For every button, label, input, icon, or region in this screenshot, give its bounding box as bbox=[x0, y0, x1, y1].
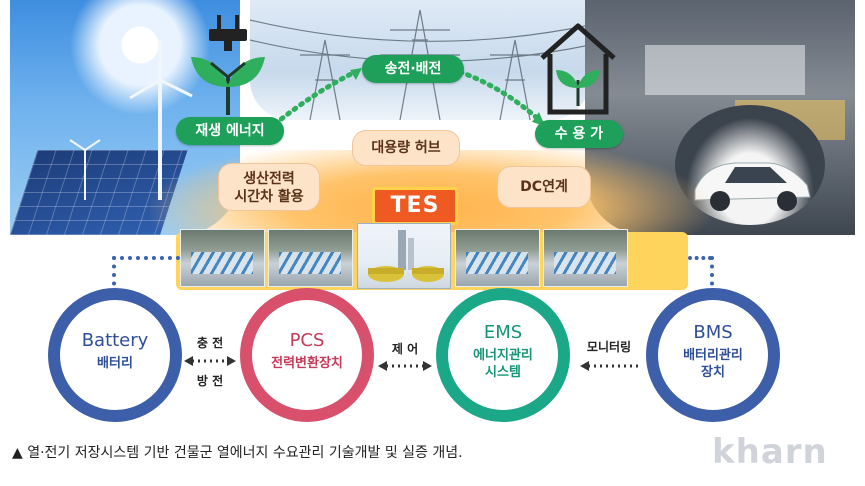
pcs-sub: 전력변환장치 bbox=[271, 356, 343, 371]
ems-sub1: 에너지관리 bbox=[473, 348, 533, 363]
battery-circle: Battery 배터리 bbox=[48, 288, 182, 422]
renewable-energy-label: 재생 에너지 bbox=[176, 117, 284, 145]
kharn-watermark: kharn bbox=[712, 432, 828, 472]
bms-circle: BMS 배터리관리 장치 bbox=[646, 288, 780, 422]
discharge-label: 방 전 bbox=[196, 374, 224, 388]
tes-facility-drawing bbox=[368, 230, 444, 282]
transmission-label: 송전·배전 bbox=[362, 55, 464, 83]
pcs-title: PCS bbox=[289, 330, 325, 351]
house-icon bbox=[540, 23, 616, 115]
renewable-to-transmission-arrow bbox=[272, 68, 362, 127]
bms-sub1: 배터리관리 bbox=[683, 348, 743, 363]
bms-sub2: 장치 bbox=[701, 365, 725, 380]
left-arrow-icon bbox=[580, 361, 638, 371]
ems-sub2: 시스템 bbox=[485, 365, 521, 380]
ems-bms-arrow bbox=[580, 360, 640, 372]
right-connector-v bbox=[710, 256, 714, 294]
right-connector-h bbox=[688, 256, 712, 260]
transmission-to-consumer-arrow bbox=[457, 69, 545, 126]
bms-title: BMS bbox=[693, 322, 733, 343]
production-bubble: 생산전력 시간차 활용 bbox=[218, 163, 320, 211]
hub-bubble: 대용량 허브 bbox=[352, 130, 460, 166]
battery-sub: 배터리 bbox=[97, 356, 133, 371]
tes-facility-icon bbox=[357, 223, 451, 289]
ems-title: EMS bbox=[483, 322, 523, 343]
figure-caption: ▲ 열·전기 저장시스템 기반 건물군 열에너지 수요관리 기술개발 및 실증 … bbox=[12, 445, 463, 461]
control-label: 제 어 bbox=[391, 342, 419, 356]
battery-container-1 bbox=[180, 229, 265, 287]
car-shape bbox=[694, 162, 811, 211]
battery-pcs-arrow bbox=[184, 355, 236, 367]
double-arrow-icon bbox=[378, 361, 432, 371]
left-connector-h bbox=[112, 256, 180, 260]
battery-title: Battery bbox=[81, 330, 149, 351]
production-line1: 생산전력 bbox=[243, 171, 295, 187]
double-arrow-icon bbox=[184, 356, 236, 366]
building-window-band bbox=[645, 45, 805, 95]
battery-container-3 bbox=[455, 229, 540, 287]
plug-icon bbox=[191, 15, 265, 115]
dc-link-bubble: DC연계 bbox=[497, 166, 591, 208]
left-connector-v bbox=[112, 256, 116, 294]
ems-circle: EMS 에너지관리 시스템 bbox=[436, 288, 570, 422]
pcs-circle: PCS 전력변환장치 bbox=[240, 288, 374, 422]
battery-container-4 bbox=[543, 229, 628, 287]
battery-container-2 bbox=[268, 229, 353, 287]
production-line2: 시간차 활용 bbox=[234, 189, 304, 205]
charge-label: 충 전 bbox=[196, 336, 224, 350]
pcs-ems-arrow bbox=[378, 360, 432, 372]
consumer-label: 수 용 가 bbox=[535, 120, 623, 148]
monitoring-label: 모니터링 bbox=[586, 340, 632, 354]
tes-box: TES bbox=[372, 187, 458, 225]
